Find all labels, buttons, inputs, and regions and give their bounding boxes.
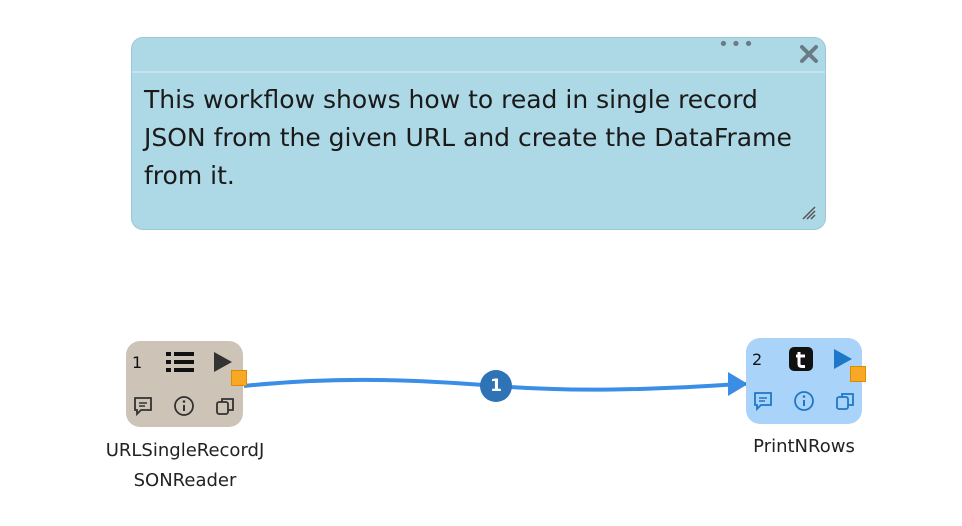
output-port[interactable] [231, 370, 247, 386]
note-header[interactable] [132, 38, 825, 73]
node-number: 1 [132, 353, 143, 372]
edge-badge[interactable]: 1 [480, 370, 512, 402]
info-icon[interactable] [793, 390, 815, 412]
node-print-n-rows[interactable]: 2 [746, 338, 866, 424]
workflow-note[interactable]: ••• This workflow shows how to read in s… [131, 34, 826, 230]
node-label: URLSingleRecordJ SONReader [90, 436, 280, 496]
copy-icon[interactable] [214, 395, 236, 417]
list-icon [166, 352, 194, 372]
comment-icon[interactable] [132, 395, 154, 417]
info-icon[interactable] [173, 395, 195, 417]
node-url-single-record-json-reader[interactable]: 1 [126, 341, 247, 427]
copy-icon[interactable] [834, 390, 856, 412]
output-port[interactable] [850, 366, 866, 382]
t-icon [789, 347, 813, 371]
play-icon[interactable] [212, 350, 234, 374]
node-number: 2 [752, 350, 763, 369]
note-menu-icon[interactable]: ••• [718, 34, 756, 55]
node-label-line: SONReader [133, 470, 237, 491]
node-label: PrintNRows [753, 436, 855, 457]
close-icon[interactable] [798, 43, 820, 65]
play-icon[interactable] [832, 347, 854, 371]
note-text: This workflow shows how to read in singl… [144, 85, 792, 190]
resize-handle-icon[interactable] [799, 203, 817, 221]
node-label-line: URLSingleRecordJ [105, 440, 265, 461]
comment-icon[interactable] [752, 390, 774, 412]
